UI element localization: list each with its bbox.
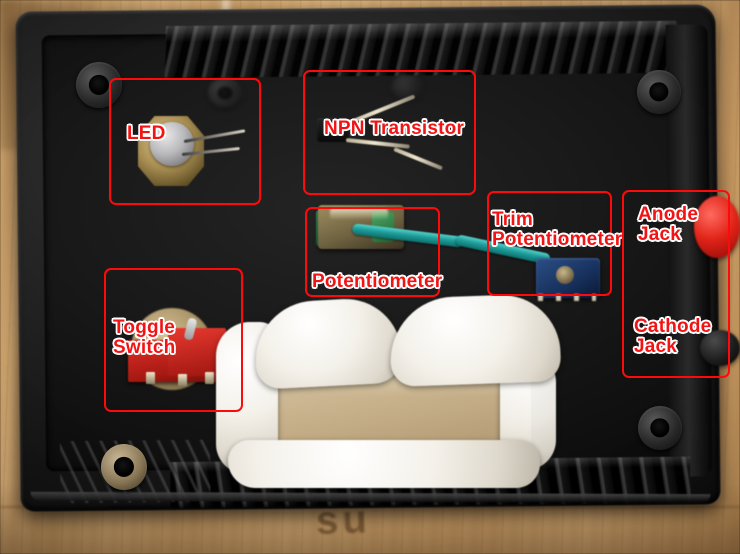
cathode-jack-black [700, 330, 740, 366]
trim-potentiometer-legs [538, 294, 596, 301]
toggle-switch-pin-1 [146, 372, 155, 384]
toggle-switch-pin-2 [178, 374, 187, 386]
npn-transistor-body [317, 118, 349, 142]
screw-boss-bottom-left [101, 444, 147, 490]
annotation-box-trim-potentiometer[interactable] [487, 191, 612, 296]
annotation-box-anode-jack[interactable] [622, 190, 730, 378]
anode-jack-red [694, 196, 740, 258]
annotation-label-toggle-switch: Toggle Switch [113, 317, 176, 358]
annotation-label-anode-jack: Anode Jack [638, 204, 699, 245]
annotation-label-trim-potentiometer: Trim Potentiometer [492, 209, 623, 250]
potentiometer-highlight [330, 208, 388, 220]
screw-boss-upper-mid [208, 78, 242, 108]
hot-glue-bottom [228, 440, 540, 488]
screw-boss-top-left [76, 62, 122, 108]
annotation-label-potentiometer: Potentiometer [312, 271, 443, 292]
screw-boss-bottom-right [638, 406, 682, 450]
annotation-box-led[interactable] [109, 78, 261, 205]
annotation-label-npn-transistor: NPN Transistor [324, 118, 465, 139]
toggle-switch-pin-3 [205, 372, 214, 384]
annotation-box-toggle-switch[interactable] [104, 268, 243, 412]
screw-boss-top-right [637, 70, 681, 114]
annotation-label-cathode-jack: Cathode Jack [634, 316, 712, 357]
trim-potentiometer-screw [556, 266, 574, 284]
led-dome [150, 122, 194, 166]
annotation-box-npn-transistor[interactable] [303, 70, 476, 195]
annotation-label-led: LED [127, 123, 166, 144]
annotation-box-potentiometer[interactable] [305, 207, 440, 297]
boss-shadow-upper-center [392, 74, 422, 100]
